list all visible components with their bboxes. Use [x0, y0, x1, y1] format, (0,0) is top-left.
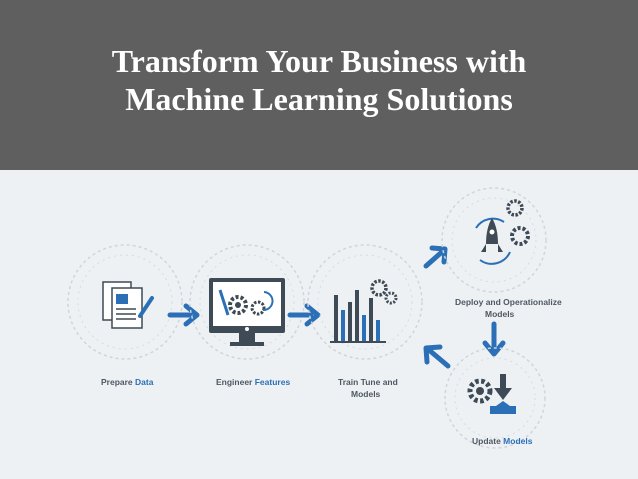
label-train-line-2: Models — [351, 389, 381, 399]
engineer-ring-inner — [199, 254, 295, 350]
title-line-2: Machine Learning Solutions — [125, 81, 513, 117]
prepare-ring-inner — [77, 254, 173, 350]
arrow-engineer-to-train — [287, 303, 321, 327]
step-update-models: Update Models — [444, 347, 546, 449]
prepare-ring-outer — [67, 244, 183, 360]
header-banner: Transform Your Business with Machine Lea… — [0, 0, 638, 170]
label-deploy-line-2: Models — [485, 309, 515, 319]
deploy-ring-outer — [441, 187, 547, 293]
workflow-svg: Prepare Data Engineer Features — [67, 187, 562, 449]
label-engineer-features: Engineer Features — [216, 377, 290, 387]
engineer-ring-outer — [189, 244, 305, 360]
update-ring-inner — [454, 357, 536, 439]
step-prepare-data: Prepare Data — [67, 244, 183, 387]
title-line-1: Transform Your Business with — [111, 43, 527, 79]
label-prepare-data: Prepare Data — [101, 377, 154, 387]
document-icon — [102, 281, 154, 329]
step-deploy-models: Deploy and Operationalize Models — [441, 187, 562, 319]
monitor-gears-icon — [209, 278, 285, 346]
step-engineer-features: Engineer Features — [189, 244, 305, 387]
step-train-models: Train Tune and Models — [307, 244, 423, 399]
label-train-line-1: Train Tune and — [338, 377, 398, 387]
arrow-deploy-to-update — [482, 321, 506, 357]
bar-chart-gears-icon — [330, 279, 398, 343]
train-ring-outer — [307, 244, 423, 360]
page-title: Transform Your Business with Machine Lea… — [112, 42, 527, 118]
workflow-diagram: Prepare Data Engineer Features — [0, 170, 638, 479]
deploy-ring-inner — [451, 197, 537, 283]
arrow-update-to-train — [423, 344, 451, 369]
label-update-models: Update Models — [472, 436, 533, 446]
train-ring-inner — [317, 254, 413, 350]
rocket-gears-icon — [475, 199, 530, 265]
update-ring-outer — [444, 347, 546, 449]
arrow-prepare-to-engineer — [167, 303, 200, 327]
arrow-train-to-deploy — [423, 245, 448, 269]
label-deploy-line-1: Deploy and Operationalize — [455, 297, 562, 307]
gear-download-icon — [467, 374, 516, 414]
